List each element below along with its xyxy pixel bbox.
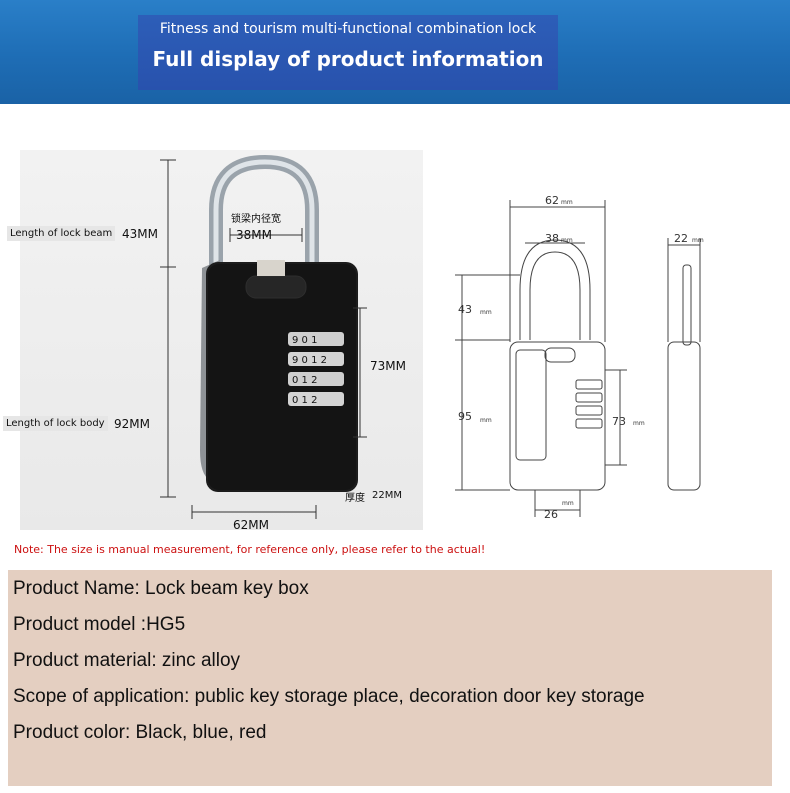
product-photo: 9 0 1 9 0 1 2 0 1 2 0 1 2 Length of lock… [3,150,423,532]
dim-73: 73 [612,415,626,428]
dim-73-unit: mm [633,420,645,427]
beam-length-value: 43MM [122,227,158,241]
dim-62-unit: mm [561,199,573,206]
banner-title-box: Fitness and tourism multi-functional com… [138,15,558,90]
measurement-note: Note: The size is manual measurement, fo… [14,543,486,556]
dial-row-2: 9 0 1 2 [292,355,327,366]
dial-row-4: 0 1 2 [292,395,317,406]
info-product-color: Product color: Black, blue, red [13,722,267,743]
info-scope: Scope of application: public key storage… [13,686,645,707]
info-product-material: Product material: zinc alloy [13,650,241,671]
lock-line-drawing: 62 mm 38 mm 43 mm 95 mm 73 mm 26 mm 22 m… [455,194,704,521]
dim-22: 22 [674,232,688,245]
thickness-cn-label: 厚度 [345,493,365,504]
technical-drawing: 62 mm 38 mm 43 mm 95 mm 73 mm 26 mm 22 m… [440,180,730,525]
width-value: 62MM [233,518,269,532]
dim-43-unit: mm [480,309,492,316]
dim-26: 26 [544,508,558,521]
lock-illustration: 9 0 1 9 0 1 2 0 1 2 0 1 2 [160,154,367,519]
product-info-panel: Product Name: Lock beam key box Product … [8,570,772,786]
body-length-value: 92MM [114,417,150,431]
beam-length-label: Length of lock beam [7,226,116,241]
dim-95-unit: mm [480,417,492,424]
body-length-label: Length of lock body [3,416,108,431]
dim-22-unit: mm [692,237,704,244]
dim-38: 38 [545,232,559,245]
inner-width-cn-label: 锁梁内径宽 [231,214,281,225]
dim-26-unit: mm [562,500,574,507]
banner-subtitle: Fitness and tourism multi-functional com… [159,21,537,37]
dial-row-1: 9 0 1 [292,335,317,346]
dim-62: 62 [545,194,559,207]
dim-43: 43 [458,303,472,316]
dial-wheels: 9 0 1 9 0 1 2 0 1 2 0 1 2 [288,332,344,406]
keypad-height-value: 73MM [370,359,406,373]
inner-width-value: 38MM [236,228,272,242]
thickness-value: 22MM [372,490,402,501]
dim-38-unit: mm [561,237,573,244]
info-product-model: Product model :HG5 [13,614,186,635]
header-banner: Fitness and tourism multi-functional com… [0,0,790,104]
dim-95: 95 [458,410,472,423]
banner-title: Full display of product information [152,47,544,71]
info-product-name: Product Name: Lock beam key box [13,578,309,599]
dial-row-3: 0 1 2 [292,375,317,386]
